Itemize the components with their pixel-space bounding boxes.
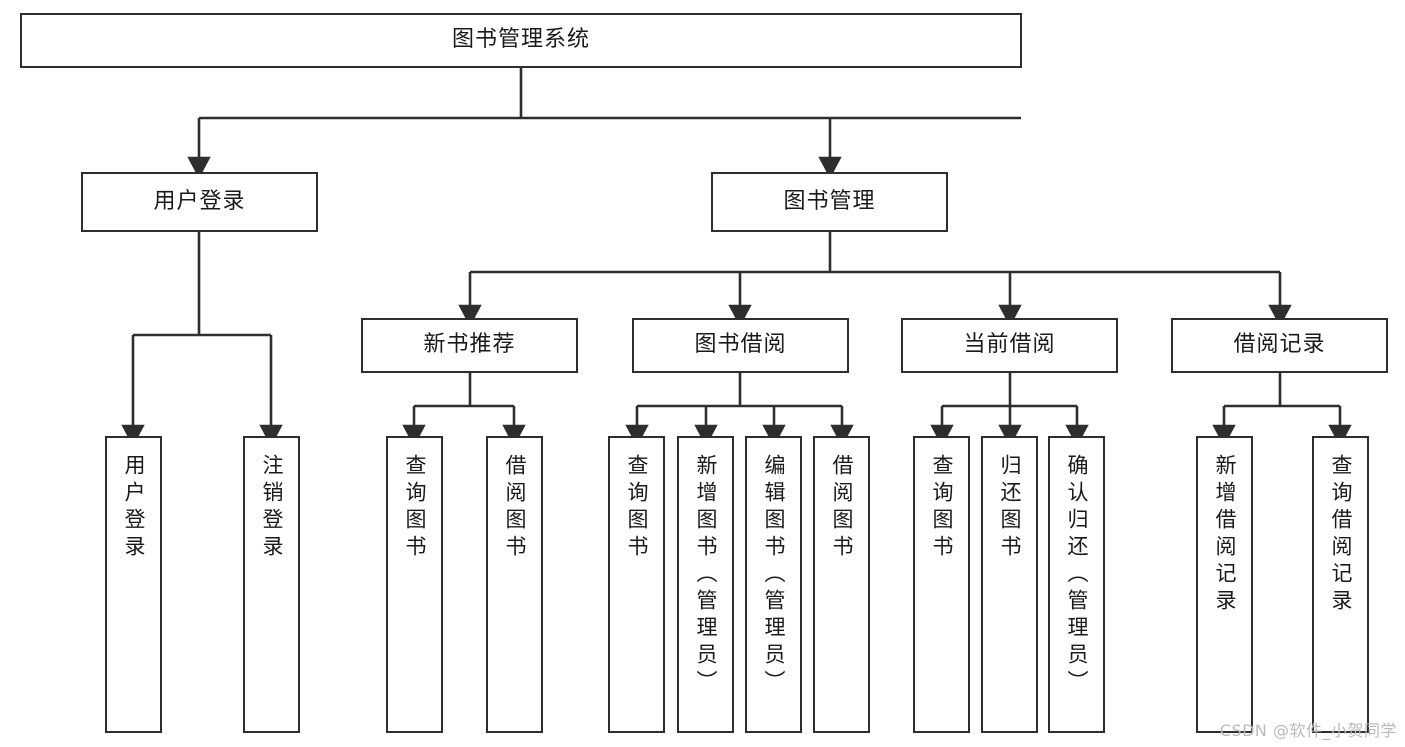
node-label: 当前借阅	[963, 332, 1056, 358]
node-book-borrow[interactable]: 图书借阅	[632, 318, 849, 373]
node-book-management[interactable]: 图书管理	[711, 172, 948, 232]
node-label: 用户登录	[153, 188, 246, 214]
leaf-label: 借阅图书	[830, 454, 854, 562]
leaf-book-borrow-borrow[interactable]: 借阅图书	[813, 436, 870, 733]
watermark-text: CSDN @软件_小贺同学	[1219, 721, 1397, 740]
leaf-new-book-query[interactable]: 查询图书	[386, 436, 443, 733]
node-label: 图书管理系统	[451, 27, 590, 53]
node-label: 图书借阅	[694, 332, 787, 358]
leaf-label: 借阅图书	[503, 454, 527, 562]
leaf-label: 编辑图书（管理员）	[762, 454, 786, 697]
leaf-label: 查询图书	[930, 454, 954, 562]
node-current-borrow[interactable]: 当前借阅	[901, 318, 1118, 373]
leaf-label: 新增图书（管理员）	[694, 454, 718, 697]
node-new-book-recommend[interactable]: 新书推荐	[361, 318, 578, 373]
leaf-book-borrow-query[interactable]: 查询图书	[608, 436, 665, 733]
node-label: 新书推荐	[423, 332, 516, 358]
leaf-user-login-login[interactable]: 用户登录	[105, 436, 162, 733]
leaf-label: 注销登录	[260, 454, 284, 562]
node-root-book-management-system[interactable]: 图书管理系统	[20, 13, 1022, 68]
node-user-login[interactable]: 用户登录	[81, 172, 318, 232]
leaf-current-borrow-return[interactable]: 归还图书	[981, 436, 1038, 733]
leaf-new-book-borrow[interactable]: 借阅图书	[486, 436, 543, 733]
leaf-label: 新增借阅记录	[1213, 454, 1237, 616]
leaf-current-borrow-query[interactable]: 查询图书	[913, 436, 970, 733]
leaf-book-borrow-edit[interactable]: 编辑图书（管理员）	[745, 436, 802, 733]
leaf-current-borrow-confirm-return[interactable]: 确认归还（管理员）	[1048, 436, 1105, 733]
node-borrow-record[interactable]: 借阅记录	[1171, 318, 1388, 373]
leaf-label: 查询图书	[403, 454, 427, 562]
node-label: 图书管理	[783, 188, 876, 214]
leaf-label: 确认归还（管理员）	[1065, 454, 1089, 697]
node-label: 借阅记录	[1233, 332, 1326, 358]
leaf-label: 查询借阅记录	[1329, 454, 1353, 616]
leaf-label: 归还图书	[998, 454, 1022, 562]
leaf-borrow-record-add[interactable]: 新增借阅记录	[1196, 436, 1253, 733]
leaf-user-login-logout[interactable]: 注销登录	[243, 436, 300, 733]
leaf-borrow-record-query[interactable]: 查询借阅记录	[1312, 436, 1369, 733]
leaf-label: 用户登录	[122, 454, 146, 562]
leaf-label: 查询图书	[625, 454, 649, 562]
leaf-book-borrow-add[interactable]: 新增图书（管理员）	[677, 436, 734, 733]
